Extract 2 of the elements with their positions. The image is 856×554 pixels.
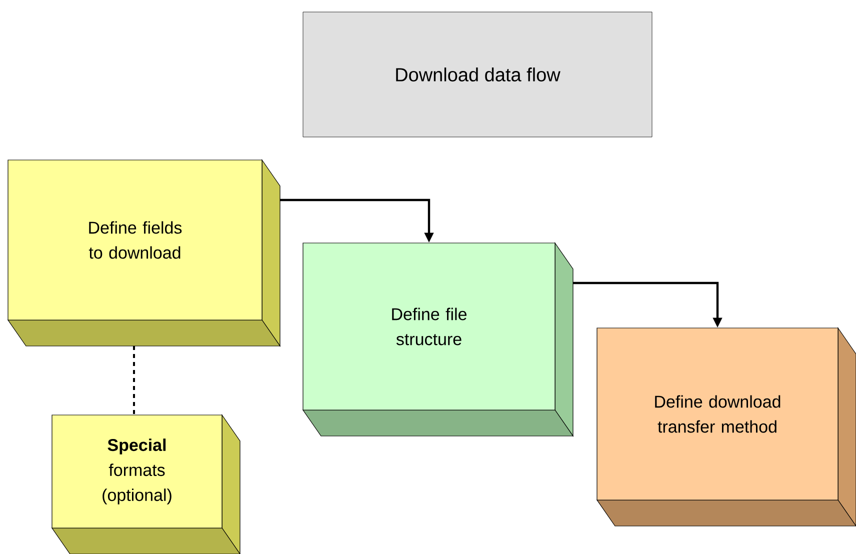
title-box: Download data flow <box>302 12 652 138</box>
dotted-connector <box>133 346 135 415</box>
